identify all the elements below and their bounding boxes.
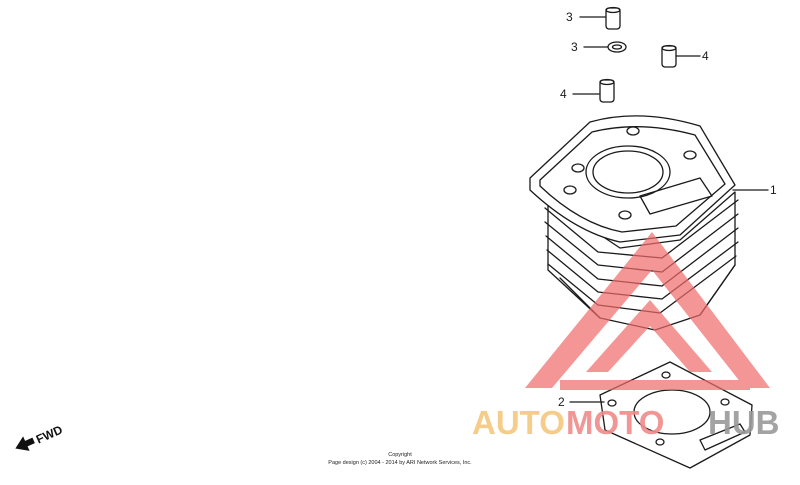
- copyright-notice: Page design (c) 2004 - 2014 by ARI Netwo…: [328, 460, 472, 466]
- callout-3: 3: [571, 40, 578, 54]
- arrow-left-icon: [15, 436, 35, 451]
- fwd-label: FWD: [34, 422, 65, 446]
- watermark-auto: AUTO: [472, 404, 565, 441]
- logo-bar: [560, 380, 750, 390]
- copyright-title: Copyright: [388, 452, 412, 458]
- logo-triangle-outer: [525, 232, 770, 388]
- dowel-pin-right[interactable]: [661, 44, 677, 68]
- logo-triangle-inner: [586, 300, 712, 372]
- watermark-hub: HUB: [708, 404, 780, 441]
- o-ring[interactable]: [607, 41, 627, 53]
- callout-4c: 4: [560, 87, 567, 101]
- callout-2: 2: [558, 395, 565, 409]
- watermark-text: AUTO MOTO HUB: [472, 404, 780, 441]
- watermark-logo: [525, 232, 770, 390]
- dowel-pin-top[interactable]: [605, 6, 621, 30]
- callout-4a: 3: [566, 10, 573, 24]
- watermark-moto: MOTO: [566, 404, 664, 441]
- callout-4b: 4: [702, 49, 709, 63]
- callout-1: 1: [770, 183, 777, 197]
- cylinder[interactable]: [529, 115, 739, 331]
- dowel-pin-lower[interactable]: [599, 78, 615, 103]
- fwd-direction-marker: FWD: [15, 422, 65, 451]
